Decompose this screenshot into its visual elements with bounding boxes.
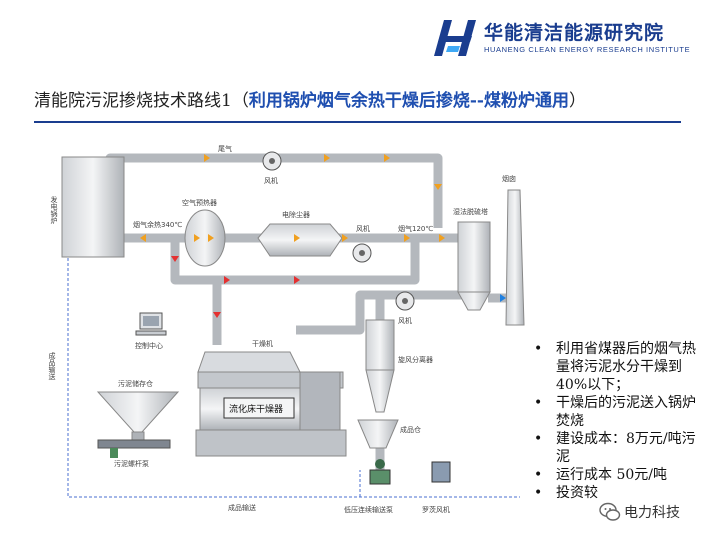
boiler-label: 发电锅炉	[50, 195, 58, 225]
conveying-line	[67, 258, 520, 498]
sludge-storage-label: 污泥储存仓	[118, 379, 153, 388]
fan-low: 风机	[395, 291, 415, 325]
fan-low-label: 风机	[398, 316, 412, 325]
title-divider	[34, 121, 681, 123]
sludge-storage: 污泥储存仓	[96, 379, 180, 441]
bullet-item: 建设成本：8万元/吨污泥	[528, 430, 708, 466]
key-points: 利用省煤器后的烟气热量将污泥水分干燥到40%以下； 干燥后的污泥送入锅炉焚烧 建…	[528, 340, 708, 502]
finished-transport-v-label: 成品输送	[48, 351, 56, 381]
dryer-label: 干燥机	[252, 339, 273, 348]
roots-blower-label: 罗茨风机	[422, 505, 450, 514]
chimney-label: 烟囱	[502, 174, 516, 183]
boiler: 发电锅炉	[50, 156, 125, 258]
title-main: 清能院污泥掺烧技术路线1（	[34, 91, 249, 111]
roots-blower: 罗茨风机	[422, 461, 451, 514]
bullet-item: 投资较	[528, 484, 708, 502]
flue-340-label: 烟气余热340℃	[133, 220, 182, 229]
watermark: 电力科技	[596, 498, 716, 528]
electrostatic-precipitator: 电除尘器	[257, 210, 343, 257]
fan-mid-label: 风机	[356, 224, 370, 233]
bullet-item: 利用省煤器后的烟气热量将污泥水分干燥到40%以下；	[528, 340, 708, 394]
control-center-label: 控制中心	[135, 341, 163, 350]
finished-transport-h-label: 成品输送	[228, 503, 256, 512]
screw-pump: 污泥螺杆泵	[97, 439, 171, 468]
tail-gas-label: 尾气	[218, 144, 232, 153]
air-preheater: 空气预热器	[182, 198, 226, 267]
fgd-tower: 湿法脱硫塔	[453, 207, 491, 311]
title-highlight: 利用锅炉烟气余热干燥后掺烧--煤粉炉通用	[248, 91, 569, 111]
flow-arrows	[140, 154, 506, 318]
huaneng-logo-icon	[434, 20, 476, 56]
control-center: 控制中心	[135, 312, 167, 350]
page-title: 清能院污泥掺烧技术路线1（利用锅炉烟气余热干燥后掺烧--煤粉炉通用）	[34, 86, 586, 111]
wechat-icon	[599, 502, 621, 521]
fan-mid: 风机	[352, 224, 372, 263]
product-bin-label: 成品仓	[400, 425, 421, 434]
fluid-bed-label: 流化床干燥器	[229, 403, 283, 415]
org-name: 华能清洁能源研究院	[484, 22, 665, 44]
watermark-text: 电力科技	[624, 505, 680, 521]
esp-label: 电除尘器	[282, 210, 310, 219]
pneumatic-conveyor: 低压连续输送泵	[344, 459, 393, 514]
bullet-item: 干燥后的污泥送入锅炉焚烧	[528, 394, 708, 430]
cyclone-label: 旋风分离器	[398, 355, 433, 364]
process-diagram: 发电锅炉 空气预热器 电除尘器 风机 风机 风机 尾气 烟气余热340℃ 烟气1…	[48, 144, 525, 514]
flue-120-label: 烟气120℃	[398, 224, 433, 233]
pneumatic-conveyor-label: 低压连续输送泵	[344, 505, 393, 514]
product-bin: 成品仓	[357, 419, 421, 449]
bullet-item: 运行成本 50元/吨	[528, 466, 708, 484]
dryer: 干燥机 流化床干燥器	[195, 339, 347, 457]
title-close: ）	[568, 91, 586, 111]
org-name-en: HUANENG CLEAN ENERGY RESEARCH INSTITUTE	[484, 45, 691, 54]
fan-top-label: 风机	[264, 176, 278, 185]
cyclone-separator: 旋风分离器	[365, 319, 433, 413]
screw-pump-label: 污泥螺杆泵	[114, 459, 149, 468]
company-logo: 华能清洁能源研究院 HUANENG CLEAN ENERGY RESEARCH …	[430, 16, 710, 64]
air-preheater-label: 空气预热器	[182, 198, 217, 207]
chimney: 烟囱	[502, 174, 525, 326]
fgd-label: 湿法脱硫塔	[453, 207, 488, 216]
fan-top: 风机	[262, 151, 282, 185]
